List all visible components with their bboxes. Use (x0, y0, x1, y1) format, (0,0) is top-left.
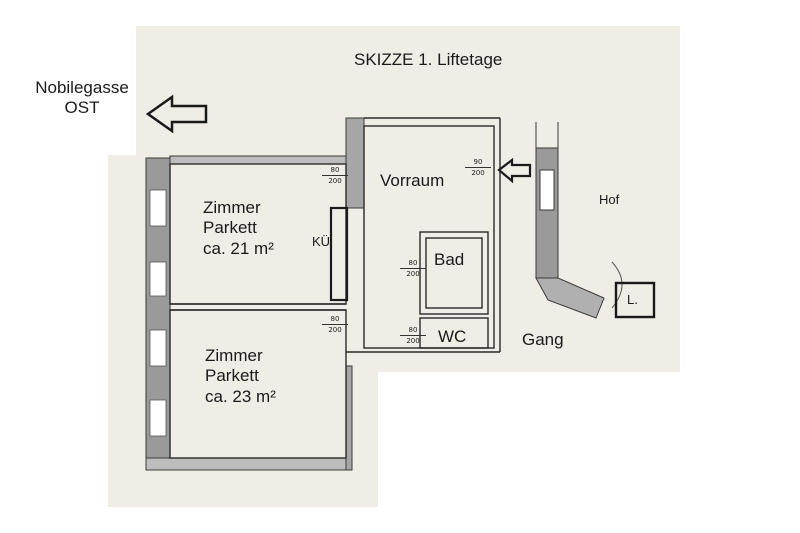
door-marker: 80 200 (322, 165, 348, 187)
door-marker: 80 200 (400, 325, 426, 347)
room-1-label: Zimmer Parkett ca. 21 m² (203, 198, 274, 259)
hof-label: Hof (599, 192, 620, 207)
kitchen-counter (329, 206, 349, 302)
wc-label: WC (438, 327, 467, 346)
street-direction: OST (64, 98, 100, 118)
gang-label: Gang (522, 330, 564, 349)
door-marker: 90 200 (465, 157, 491, 179)
room-1-type: Zimmer (203, 198, 261, 217)
vorraum-label: Vorraum (380, 171, 445, 190)
room-2-label: Zimmer Parkett ca. 23 m² (205, 346, 276, 407)
interior-walls (169, 117, 501, 459)
plan-paper (108, 26, 680, 507)
door-marker: 80 200 (322, 314, 348, 336)
room-1-floor: Parkett (203, 218, 257, 238)
courtyard-wall (535, 122, 623, 319)
street-name: Nobilegasse (35, 78, 129, 97)
room-2-area: ca. 23 m² (205, 386, 276, 406)
lift-label: L. (627, 292, 638, 307)
room-2-type: Zimmer (205, 346, 263, 365)
door-marker: 80 200 (400, 258, 426, 280)
plan-title: SKIZZE 1. Liftetage (354, 50, 503, 69)
room-2-floor: Parkett (205, 366, 259, 386)
windows-left (149, 189, 167, 437)
room-1-area: ca. 21 m² (203, 238, 274, 258)
orientation-arrow-icon (145, 94, 208, 134)
street-label: Nobilegasse OST (22, 78, 142, 119)
lift-box (614, 281, 656, 319)
entrance-arrow-icon (497, 157, 532, 184)
bad-label: Bad (434, 250, 465, 269)
kitchen-label: KÜ (312, 234, 331, 249)
